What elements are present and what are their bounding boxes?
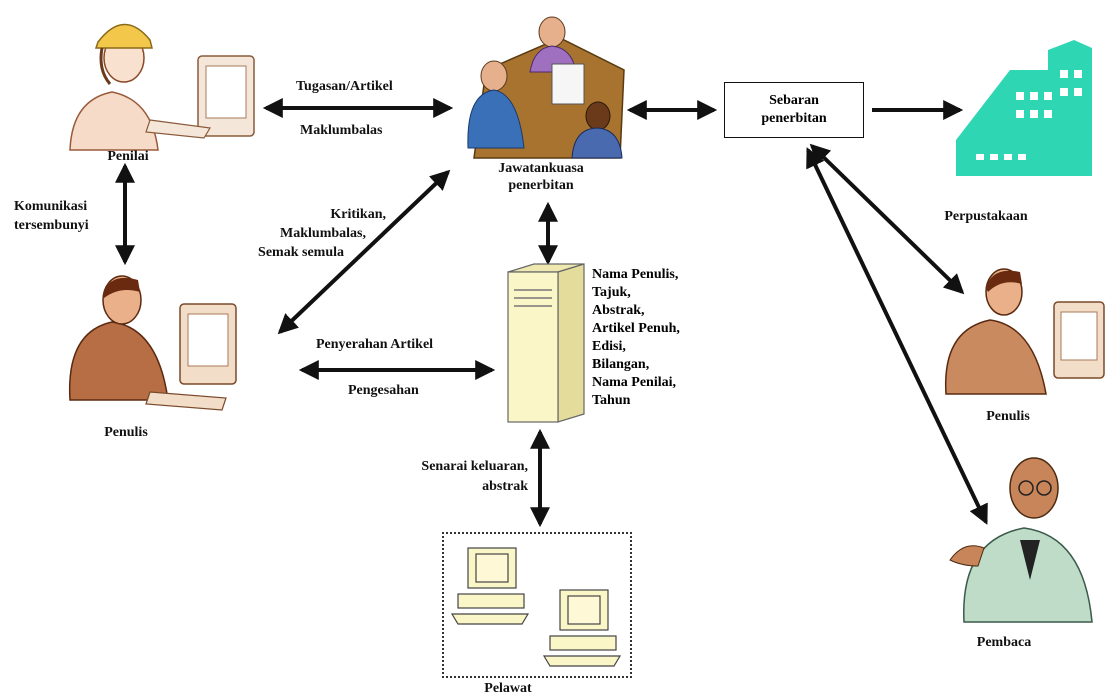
arrow-sebaran-pembaca — [806, 147, 988, 525]
database-field: Nama Penilai, — [592, 375, 676, 390]
node-jawatankuasa-label: Jawatankuasa penerbitan — [498, 161, 584, 193]
penilai-illustration — [69, 23, 255, 151]
edge-tugasan-label: Tugasan/Artikel — [296, 79, 393, 94]
database-field: Edisi, — [592, 339, 626, 354]
pembaca-illustration — [949, 457, 1093, 623]
node-perpustakaan-label: Perpustakaan — [944, 209, 1028, 224]
pelawat-illustration — [450, 547, 622, 667]
edge-maklumbalas-label: Maklumbalas — [300, 123, 383, 138]
arrow-sebaran-penulis — [809, 143, 965, 295]
edge-kritikan-label-3: Semak semula — [258, 245, 344, 260]
perpustakaan-illustration — [956, 40, 1092, 176]
edge-kritikan-label-1: Kritikan, — [330, 207, 386, 222]
pelawat-frame — [442, 532, 632, 678]
arrow-penulis-jawatankuasa — [277, 169, 451, 335]
node-penilai-label: Penilai — [107, 149, 149, 164]
database-field: Tahun — [592, 393, 631, 408]
penulis-right-illustration — [944, 268, 1105, 395]
node-penulis-right-label: Penulis — [986, 409, 1030, 424]
database-field: Bilangan, — [592, 357, 650, 372]
node-penulis-left-label: Penulis — [104, 425, 148, 440]
edge-penyerahan-label: Penyerahan Artikel — [316, 337, 434, 352]
node-sebaran-label: Sebaran penerbitan — [761, 93, 827, 126]
database-field: Tajuk, — [592, 285, 631, 300]
node-pembaca-label: Pembaca — [976, 635, 1032, 650]
node-sebaran-penerbitan: Sebaran penerbitan — [724, 82, 864, 138]
edge-komunikasi-label-2: tersembunyi — [14, 218, 89, 233]
database-field: Abstrak, — [592, 303, 645, 318]
database-server-illustration — [507, 263, 585, 423]
node-pelawat-label: Pelawat — [484, 681, 532, 696]
edge-komunikasi-label-1: Komunikasi — [14, 199, 88, 214]
edge-pengesahan-label: Pengesahan — [348, 383, 419, 398]
edge-kritikan-label-2: Maklumbalas, — [280, 226, 366, 241]
penulis-left-illustration — [68, 275, 237, 411]
database-field-list: Nama Penulis, Tajuk, Abstrak, Artikel Pe… — [592, 266, 680, 410]
database-field: Artikel Penuh, — [592, 321, 680, 336]
edge-senarai-label-2: abstrak — [482, 479, 528, 494]
database-field: Nama Penulis, — [592, 267, 679, 282]
edge-senarai-label-1: Senarai keluaran, — [421, 459, 528, 474]
jawatankuasa-illustration — [467, 16, 625, 159]
